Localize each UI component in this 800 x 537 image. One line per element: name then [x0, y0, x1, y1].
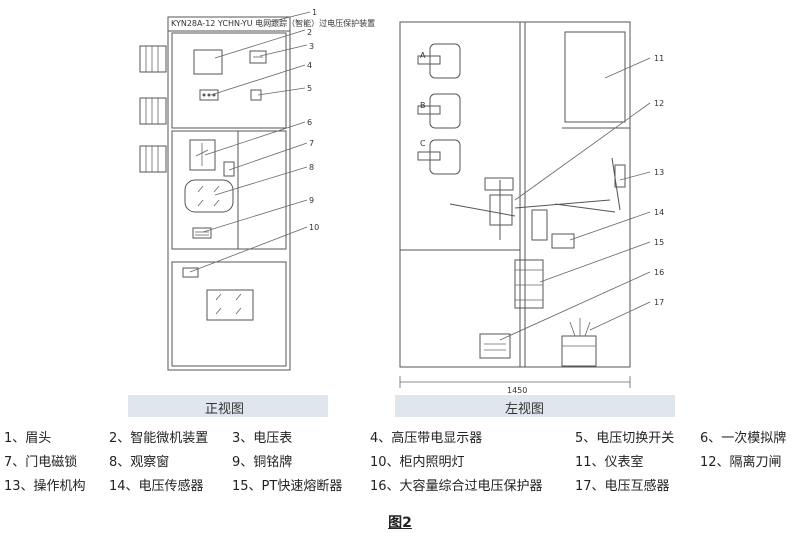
live-indicator — [199, 89, 219, 101]
legend-row: 13、操作机构 14、电压传感器 15、PT快速熔断器 16、大容量综合过电压保… — [4, 472, 800, 496]
legend-item: 10、柜内照明灯 — [370, 454, 465, 470]
legend-item: 9、铜铭牌 — [232, 454, 293, 470]
legend-row: 1、眉头 2、智能微机装置 3、电压表 4、高压带电显示器 5、电压切换开关 6… — [4, 424, 800, 448]
legend-item: 17、电压互感器 — [575, 478, 670, 494]
side-view-cabinet — [399, 21, 651, 388]
front-view-label-bar — [128, 395, 328, 417]
legend-item: 16、大容量综合过电压保护器 — [370, 478, 543, 494]
callout-15: 15 — [654, 238, 664, 247]
callout-1: 1 — [312, 8, 317, 17]
legend-item: 12、隔离刀闸 — [700, 454, 782, 470]
callout-5: 5 — [307, 84, 312, 93]
switch — [250, 89, 262, 101]
phase-label-c: C — [420, 139, 426, 148]
legend-item: 11、仪表室 — [575, 454, 644, 470]
legend-item: 6、一次模拟牌 — [700, 430, 787, 446]
legend-item: 1、眉头 — [4, 430, 52, 446]
side-view-label: 左视图 — [505, 402, 545, 417]
legend-item: 14、电压传感器 — [109, 478, 204, 494]
callout-6: 6 — [307, 118, 312, 127]
legend-item: 7、门电磁锁 — [4, 454, 78, 470]
front-view-cabinet: KYN28A-12 YCHN-YU 电网跟踪（智能）过电压保护装置 — [139, 11, 375, 371]
phase-label-b: B — [420, 101, 426, 110]
nameplate — [192, 227, 212, 239]
mimic-panel — [189, 139, 216, 171]
callout-10: 10 — [309, 223, 319, 232]
front-view-label: 正视图 — [205, 402, 245, 417]
callout-17: 17 — [654, 298, 664, 307]
legend-item: 5、电压切换开关 — [575, 430, 675, 446]
callout-11: 11 — [654, 54, 664, 63]
figure-caption: 图2 — [388, 515, 412, 531]
callout-3: 3 — [309, 42, 314, 51]
cabinet-diagram: KYN28A-12 YCHN-YU 电网跟踪（智能）过电压保护装置 — [128, 8, 675, 417]
legend-item: 13、操作机构 — [4, 478, 86, 494]
cabinet-drawing: KYN28A-12 YCHN-YU 电网跟踪（智能）过电压保护装置 — [128, 8, 675, 417]
dimension-label: 1450 — [507, 386, 527, 395]
side-view-label-bar — [395, 395, 675, 417]
legend-item: 2、智能微机装置 — [109, 430, 209, 446]
bushings — [139, 45, 167, 173]
callout-4: 4 — [307, 61, 312, 70]
overvoltage-protector — [479, 333, 511, 359]
door-lock — [223, 161, 235, 177]
legend-item: 15、PT快速熔断器 — [232, 478, 343, 494]
callout-13: 13 — [654, 168, 664, 177]
voltage-transformer — [561, 335, 597, 367]
callout-8: 8 — [309, 163, 314, 172]
legend-item: 8、观察窗 — [109, 454, 170, 470]
phase-label-a: A — [420, 51, 426, 60]
legend-row: 7、门电磁锁 8、观察窗 9、铜铭牌 10、柜内照明灯 11、仪表室 12、隔离… — [4, 448, 800, 472]
callout-14: 14 — [654, 208, 664, 217]
voltmeter — [249, 50, 267, 64]
callout-16: 16 — [654, 268, 664, 277]
legend-item: 3、电压表 — [232, 430, 293, 446]
callout-12: 12 — [654, 99, 664, 108]
instrument-room — [564, 31, 626, 123]
legend: 1、眉头 2、智能微机装置 3、电压表 4、高压带电显示器 5、电压切换开关 6… — [4, 424, 800, 496]
callout-7: 7 — [309, 139, 314, 148]
smart-device — [193, 49, 223, 75]
callout-2: 2 — [307, 28, 312, 37]
nameplate-text: KYN28A-12 YCHN-YU 电网跟踪（智能）过电压保护装置 — [171, 18, 375, 28]
observation-window — [184, 179, 234, 213]
legend-item: 4、高压带电显示器 — [370, 430, 483, 446]
callout-9: 9 — [309, 196, 314, 205]
